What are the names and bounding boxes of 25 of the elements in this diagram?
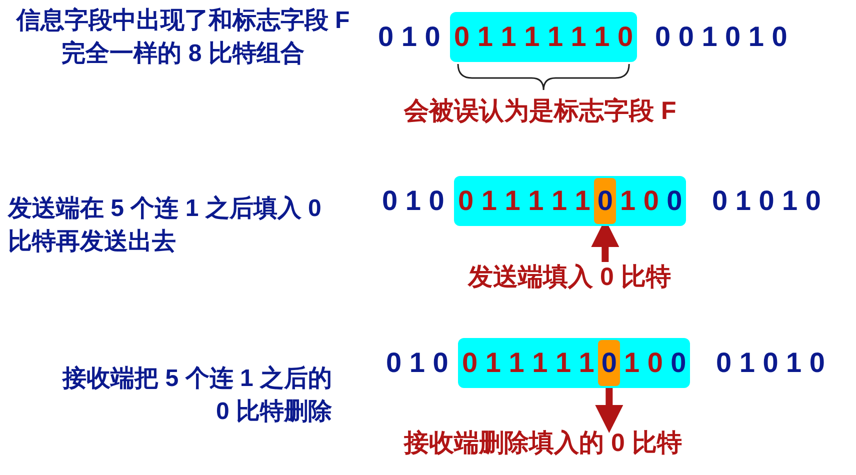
highlight-box xyxy=(454,176,686,226)
note-text: 信息字段中出现了和标志字段 F 完全一样的 8 比特组合 xyxy=(14,6,351,69)
bit-sequence: 0 1 1 1 1 1 xyxy=(462,346,594,380)
bit-sequence: 0 0 1 0 1 0 xyxy=(655,20,788,54)
bit-sequence: 0 1 0 1 0 xyxy=(716,346,825,380)
caption-text: 发送端填入 0 比特 xyxy=(468,262,671,292)
bit-sequence: 0 xyxy=(597,184,613,218)
bit-sequence: 0 1 0 1 0 xyxy=(712,184,821,218)
bit-sequence: 0 1 0 xyxy=(378,20,440,54)
bit-sequence: 0 1 0 xyxy=(386,346,448,380)
bit-sequence: 0 xyxy=(601,346,617,380)
arrow xyxy=(595,386,624,433)
stuffed-bit-box xyxy=(598,340,620,386)
note-text: 接收端把 5 个连 1 之后的 0 比特删除 xyxy=(61,364,332,427)
bit-sequence: 0 1 1 1 1 1 xyxy=(458,184,590,218)
caption-text: 会被误认为是标志字段 F xyxy=(404,96,676,126)
caption-text: 接收端删除填入的 0 比特 xyxy=(404,428,682,458)
highlight-box xyxy=(450,12,638,62)
stuffed-bit-box xyxy=(594,178,616,224)
note-text: 发送端在 5 个连 1 之后填入 0 比特再发送出去 xyxy=(8,194,322,257)
bit-sequence: 0 1 0 xyxy=(382,184,444,218)
bit-sequence: 0 1 1 1 1 1 1 0 xyxy=(454,20,634,54)
bit-sequence: 1 0 0 xyxy=(620,184,682,218)
highlight-box xyxy=(458,338,690,388)
bit-sequence: 1 0 0 xyxy=(624,346,686,380)
